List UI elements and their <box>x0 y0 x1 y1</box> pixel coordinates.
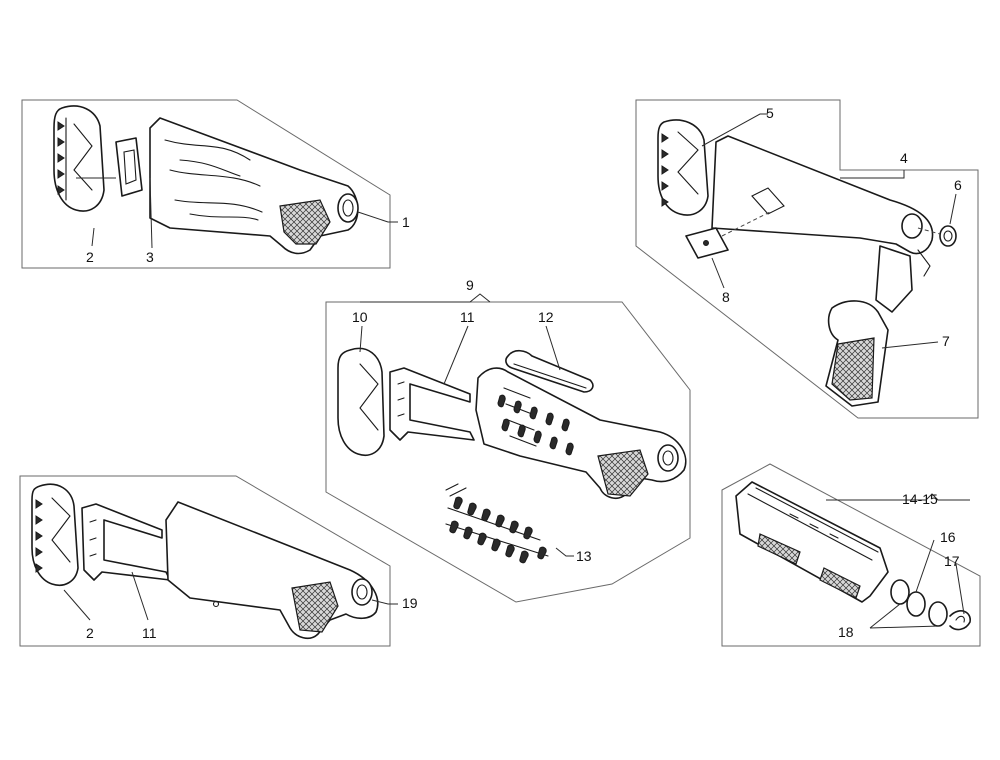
spacer-set <box>445 483 549 564</box>
callout-2-lower: 2 <box>86 625 94 641</box>
callout-11-lower: 11 <box>142 625 157 641</box>
clip <box>949 610 971 631</box>
callout-18: 18 <box>838 624 854 640</box>
group-forend: 14-15 16 17 18 <box>721 463 981 647</box>
callout-19: 19 <box>402 595 418 611</box>
folding-stock-body <box>165 501 379 640</box>
callout-4: 4 <box>900 150 908 166</box>
callout-16: 16 <box>940 529 956 545</box>
callout-13: 13 <box>576 548 592 564</box>
forend-body <box>735 481 889 603</box>
folding-stock-frame <box>389 367 475 441</box>
callout-17: 17 <box>944 553 960 569</box>
washer <box>939 225 957 247</box>
recoil-pad-5 <box>657 119 709 216</box>
callout-2: 2 <box>86 249 94 265</box>
callout-5: 5 <box>766 105 774 121</box>
callout-8: 8 <box>722 289 730 305</box>
recoil-pad <box>53 105 105 212</box>
mounting-plate <box>685 227 729 259</box>
group-pistol-grip-stock: 5 4 6 7 8 <box>635 99 979 419</box>
adjustable-stock-body <box>475 367 687 500</box>
cheek-rest <box>505 349 594 393</box>
recoil-pad-19 <box>31 483 79 586</box>
callout-7: 7 <box>942 333 950 349</box>
callout-6: 6 <box>954 177 962 193</box>
recoil-pad-10 <box>337 347 385 456</box>
callout-11: 11 <box>460 309 475 325</box>
group-wooden-stock: 1 2 3 <box>21 99 410 269</box>
folding-frame-19 <box>81 503 171 581</box>
callout-14-15: 14-15 <box>902 491 938 507</box>
spacer-plate <box>115 137 143 197</box>
callout-10: 10 <box>352 309 368 325</box>
callout-12: 12 <box>538 309 554 325</box>
group-folding-stock: 2 11 19 <box>19 475 418 647</box>
wood-stock-body <box>149 117 359 255</box>
callout-1: 1 <box>402 214 410 230</box>
callout-3: 3 <box>146 249 154 265</box>
pistol-grip <box>825 300 889 407</box>
synthetic-stock-body <box>711 135 934 313</box>
callout-9: 9 <box>466 277 474 293</box>
group-adjustable-stock: 9 10 11 12 13 <box>325 277 691 603</box>
